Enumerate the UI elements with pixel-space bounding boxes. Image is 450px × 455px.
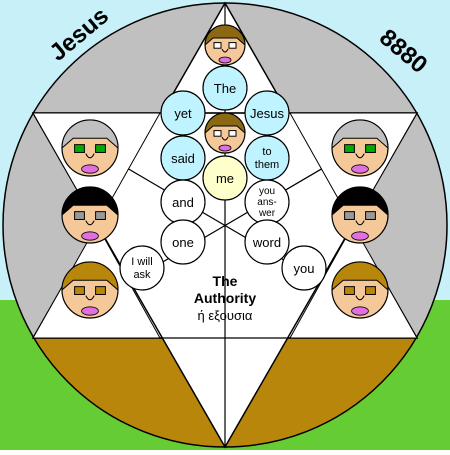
word-you-answer-3: wer bbox=[258, 208, 276, 219]
word-word: word bbox=[252, 235, 281, 250]
bubble-word bbox=[244, 219, 290, 265]
bubble-jesus bbox=[244, 90, 290, 136]
center-title-authority: Authority bbox=[194, 290, 256, 306]
face-icon bbox=[61, 119, 119, 177]
bubble-one bbox=[160, 219, 206, 265]
face-icon bbox=[61, 186, 119, 244]
center-title-block: The Authority ή εξουσια bbox=[194, 273, 256, 323]
bubble-yet bbox=[160, 90, 206, 136]
word-and: and bbox=[172, 195, 194, 210]
word-me: me bbox=[216, 171, 234, 186]
word-them: them bbox=[255, 159, 279, 171]
face-icon bbox=[331, 186, 389, 244]
eye-icon bbox=[365, 144, 376, 153]
eye-icon bbox=[365, 211, 376, 220]
bubble-i-will-ask bbox=[119, 245, 165, 291]
eye-icon bbox=[365, 286, 376, 295]
eye-icon bbox=[74, 211, 85, 220]
eye-icon bbox=[344, 286, 355, 295]
face-icon bbox=[204, 112, 246, 154]
word-said: said bbox=[171, 151, 195, 166]
eye-icon bbox=[74, 144, 85, 153]
bubble-me bbox=[202, 155, 248, 201]
face-icon bbox=[331, 261, 389, 319]
bubble-you bbox=[281, 245, 327, 291]
eye-icon bbox=[95, 286, 106, 295]
eye-icon bbox=[213, 130, 222, 137]
center-greek: ή εξουσια bbox=[198, 308, 253, 323]
word-you: you bbox=[294, 261, 315, 276]
word-you-answer-1: you bbox=[259, 186, 275, 197]
bubble-texts: The yet Jesus said to them me and you an… bbox=[131, 81, 314, 281]
word-bubbles bbox=[119, 65, 327, 291]
word-the: The bbox=[214, 81, 236, 96]
eye-icon bbox=[213, 42, 222, 49]
word-jesus: Jesus bbox=[250, 106, 284, 121]
word-yet: yet bbox=[174, 106, 192, 121]
faces-layer bbox=[61, 24, 389, 319]
eye-icon bbox=[228, 42, 237, 49]
eye-icon bbox=[344, 211, 355, 220]
face-icon bbox=[331, 119, 389, 177]
eye-icon bbox=[344, 144, 355, 153]
eye-icon bbox=[228, 130, 237, 137]
word-to: to bbox=[262, 146, 271, 158]
bubble-the bbox=[202, 65, 248, 111]
word-one: one bbox=[172, 235, 194, 250]
face-icon bbox=[61, 261, 119, 319]
eye-icon bbox=[74, 286, 85, 295]
bubble-to-them bbox=[244, 135, 290, 181]
eye-icon bbox=[95, 144, 106, 153]
word-ask: ask bbox=[133, 269, 151, 281]
word-i-will: I will bbox=[131, 256, 152, 268]
eye-icon bbox=[95, 211, 106, 220]
word-you-answer-2: ans- bbox=[257, 197, 276, 208]
face-icon bbox=[204, 24, 246, 66]
center-title-the: The bbox=[213, 273, 238, 289]
